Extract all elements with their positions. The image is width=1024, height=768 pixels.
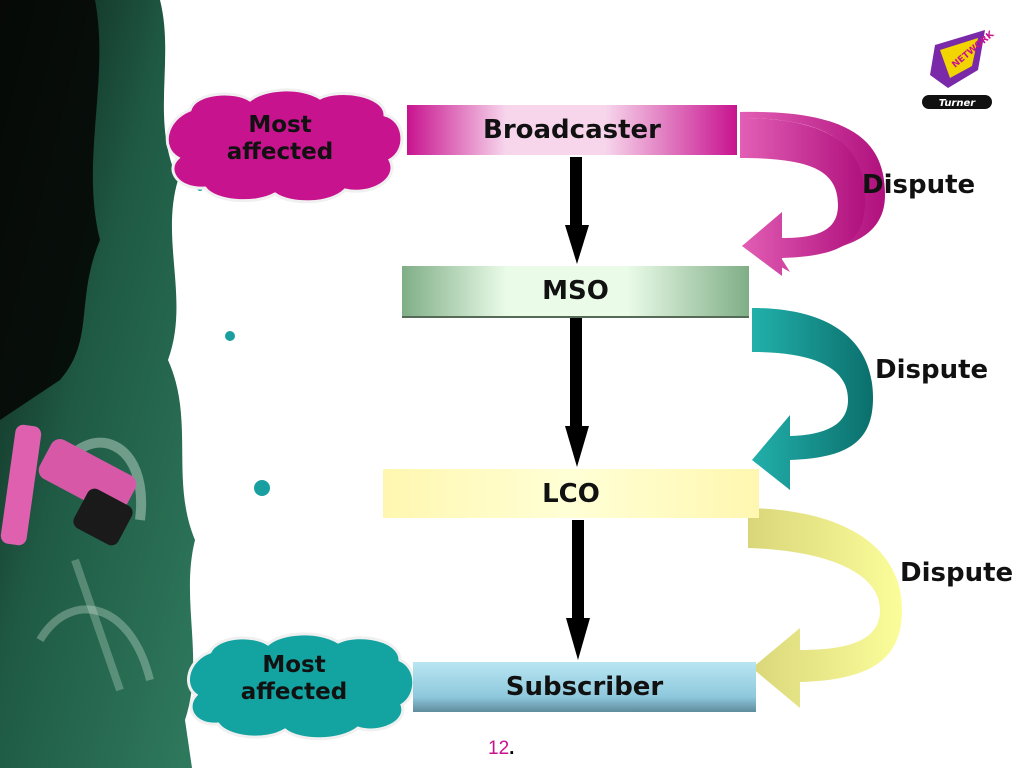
page-number: 12. [488, 738, 514, 760]
bullet-dot [254, 480, 270, 496]
cloud-line: Most [262, 652, 326, 678]
down-arrow [565, 157, 589, 264]
dispute-arrow-magenta [740, 111, 885, 276]
logo-brand-text: Turner [939, 98, 976, 109]
dispute-label: Dispute [900, 558, 1014, 588]
page-number-value: 12 [488, 738, 510, 759]
cloud-line: affected [240, 679, 348, 705]
subscriber-box: Subscriber [413, 662, 756, 712]
network-logo: NETWORK Turner [922, 29, 997, 109]
lco-box: LCO [383, 469, 759, 518]
broadcaster-box: Broadcaster [407, 105, 737, 155]
cloud-line: affected [226, 139, 334, 165]
page-number-suffix: . [509, 738, 515, 759]
bullet-dot [225, 331, 235, 341]
dispute-label: Dispute [875, 355, 989, 385]
cloud-line: Most [248, 112, 312, 138]
mso-box: MSO [402, 266, 749, 318]
cloud-text-top: Most affected [205, 112, 355, 166]
cloud-most-affected-bottom [187, 632, 416, 741]
cloud-most-affected-top [165, 88, 404, 204]
chalk-pieces [0, 424, 137, 546]
down-arrow [566, 520, 590, 660]
chalkboard-background [0, 0, 195, 768]
dispute-label: Dispute [862, 170, 976, 200]
dispute-arrow-teal [752, 308, 873, 490]
dispute-arrow-yellow [748, 508, 902, 708]
down-arrow [565, 318, 589, 467]
cloud-text-bottom: Most affected [219, 652, 369, 706]
